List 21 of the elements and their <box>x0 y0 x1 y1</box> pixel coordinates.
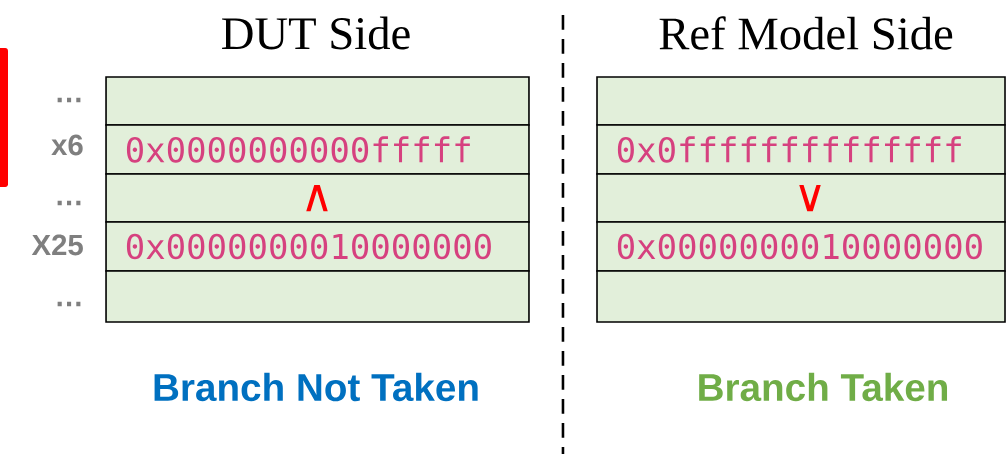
empty-row <box>105 76 530 126</box>
empty-row <box>105 270 530 323</box>
register-name: X25 <box>31 234 83 256</box>
register-row: 0x0000000000fffff <box>105 124 530 175</box>
side-title: Ref Model Side <box>659 16 953 50</box>
comparison-sign: ∧ <box>306 184 328 212</box>
comparison-sign: ∨ <box>799 184 821 212</box>
side-title: DUT Side <box>222 16 410 50</box>
result-caption: Branch Taken <box>699 372 948 402</box>
result-caption: Branch Not Taken <box>154 372 478 402</box>
empty-row <box>596 270 1006 323</box>
ellipsis: … <box>57 200 81 206</box>
empty-row <box>596 76 1006 126</box>
ellipsis: … <box>57 97 81 103</box>
register-row: 0x0000000010000000 <box>596 221 1006 272</box>
register-row: 0x0ffffffffffffff <box>596 124 1006 175</box>
empty-row <box>105 173 530 223</box>
register-row: 0x0000000010000000 <box>105 221 530 272</box>
register-name: x6 <box>51 134 83 156</box>
ellipsis: … <box>57 301 81 307</box>
empty-row <box>596 173 1006 223</box>
